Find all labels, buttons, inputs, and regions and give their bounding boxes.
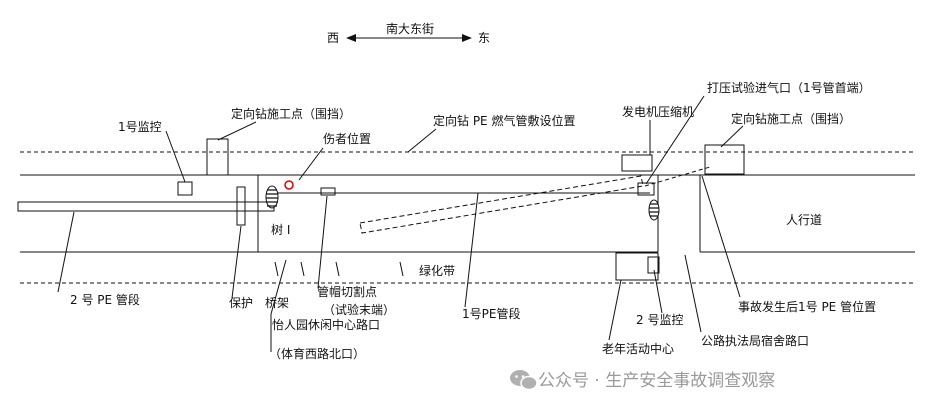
- leader-drill-right: [720, 125, 744, 148]
- label-senior-center: 老年活动中心: [602, 341, 674, 356]
- generator-compressor-box: [621, 154, 653, 172]
- tree-texture-icon: [266, 189, 278, 207]
- label-bridge-frame: 桥架: [265, 296, 289, 310]
- leader-senior-center: [608, 279, 622, 341]
- label-pe-pipe-2: 2 号 PE 管段: [70, 292, 140, 307]
- wechat-logo-icon: [510, 370, 538, 391]
- compass: 南大东街 西 东: [327, 21, 490, 45]
- label-generator-compressor: 发电机压缩机: [622, 104, 694, 119]
- leader-pe-gas: [407, 128, 437, 153]
- leader-pe-pipe-2: [57, 211, 75, 293]
- tree-icon: [265, 185, 279, 209]
- leader-lines: [57, 95, 744, 352]
- label-monitor-1: 1号监控: [118, 120, 162, 134]
- tree-texture-icon: [649, 203, 659, 217]
- arrow-east-icon: [462, 34, 472, 42]
- label-green-belt: 绿化带: [419, 263, 455, 278]
- drill-site-right-box: [704, 144, 745, 175]
- label-test-end: （试验末端）: [323, 302, 395, 317]
- hatch-mark: [399, 261, 404, 277]
- leader-yiren: [270, 259, 287, 315]
- monitor-1-box: [177, 181, 193, 196]
- labels: 1号监控 定向钻施工点（围挡） 伤者位置 定向钻 PE 燃气管敷设位置 发电机压…: [70, 80, 876, 361]
- leader-injured: [298, 147, 324, 181]
- leader-pe-pipe-1: [464, 192, 479, 308]
- leader-monitor-1: [165, 130, 186, 183]
- arrow-west-icon: [346, 34, 356, 42]
- tree-icon: [648, 199, 660, 221]
- leader-highway-dorm: [684, 254, 702, 333]
- hatch-mark: [300, 261, 305, 277]
- leader-cut-point: [317, 195, 328, 289]
- label-drill-site-right: 定向钻施工点（围挡）: [731, 111, 851, 126]
- pipe-cap-cut-box: [320, 187, 336, 196]
- label-yiren-intersection: 怡人园休闲中心路口: [272, 317, 380, 332]
- leader-pressure-inlet: [645, 95, 705, 185]
- senior-center-box: [615, 252, 659, 281]
- label-protection: 保护: [229, 296, 253, 310]
- leader-protection: [231, 225, 242, 299]
- pipe-drill-connection: [644, 166, 711, 187]
- label-monitor-2: 2 号监控: [636, 313, 683, 327]
- label-tiyu-intersection: （体育西路北口）: [269, 346, 365, 361]
- green-belt-hatches: [274, 261, 404, 277]
- label-pipe-cut-point: 管帽切割点: [317, 284, 377, 299]
- protection-bridge-frame: [236, 186, 246, 226]
- label-highway-dorm: 公路执法局宿舍路口: [701, 333, 809, 348]
- hatch-mark: [274, 261, 279, 277]
- injured-marker-icon: [284, 180, 294, 190]
- label-sidewalk: 人行道: [786, 213, 822, 227]
- road-lines: [20, 151, 915, 284]
- west-label: 西: [327, 31, 339, 45]
- label-injured-position: 伤者位置: [323, 131, 371, 146]
- label-pe-gas-pipe: 定向钻 PE 燃气管敷设位置: [433, 113, 575, 128]
- label-tree: 树 I: [271, 222, 290, 237]
- monitor-2-box: [647, 256, 660, 274]
- leader-monitor-2: [653, 269, 663, 314]
- leader-drill-left: [217, 121, 257, 141]
- leader-pipe-after: [701, 175, 741, 298]
- drill-site-left-box: [206, 138, 229, 176]
- street-name: 南大东街: [386, 21, 434, 36]
- label-pipe-after-accident: 事故发生后1号 PE 管位置: [738, 299, 876, 314]
- label-pressure-test-inlet: 打压试验进气口（1号管首端）: [707, 80, 871, 95]
- east-label: 东: [478, 31, 490, 45]
- label-drill-site-left: 定向钻施工点（围挡）: [231, 106, 351, 121]
- pe-pipe-1-displaced: [359, 175, 644, 234]
- hatch-mark: [335, 261, 340, 277]
- watermark: 公众号 · 生产安全事故调查观察: [510, 370, 775, 391]
- green-belt-block: [257, 174, 659, 253]
- pe-pipe-2: [17, 201, 275, 212]
- watermark-text: 公众号 · 生产安全事故调查观察: [538, 371, 775, 391]
- label-pe-pipe-1: 1号PE管段: [462, 306, 520, 321]
- pressure-inlet-box: [637, 182, 655, 196]
